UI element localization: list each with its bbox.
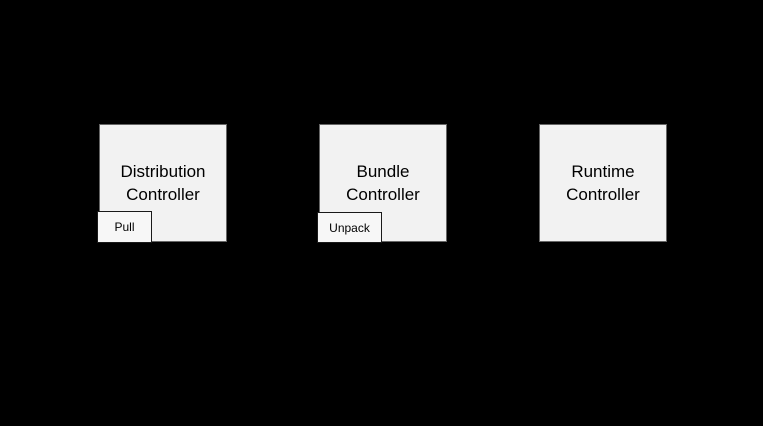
sub-node-pull: Pull — [97, 211, 152, 243]
sub-node-unpack-label: Unpack — [329, 220, 370, 235]
sub-node-unpack: Unpack — [317, 212, 382, 243]
node-distribution-controller-label: Distribution Controller — [120, 162, 206, 204]
node-distribution-controller: Distribution Controller Pull — [97, 124, 227, 243]
node-runtime-controller-label: Runtime Controller — [566, 162, 640, 204]
sub-node-pull-label: Pull — [114, 220, 135, 234]
node-bundle-controller: Bundle Controller Unpack — [317, 124, 447, 243]
node-runtime-controller: Runtime Controller — [539, 124, 667, 242]
node-bundle-controller-label: Bundle Controller — [346, 162, 420, 204]
